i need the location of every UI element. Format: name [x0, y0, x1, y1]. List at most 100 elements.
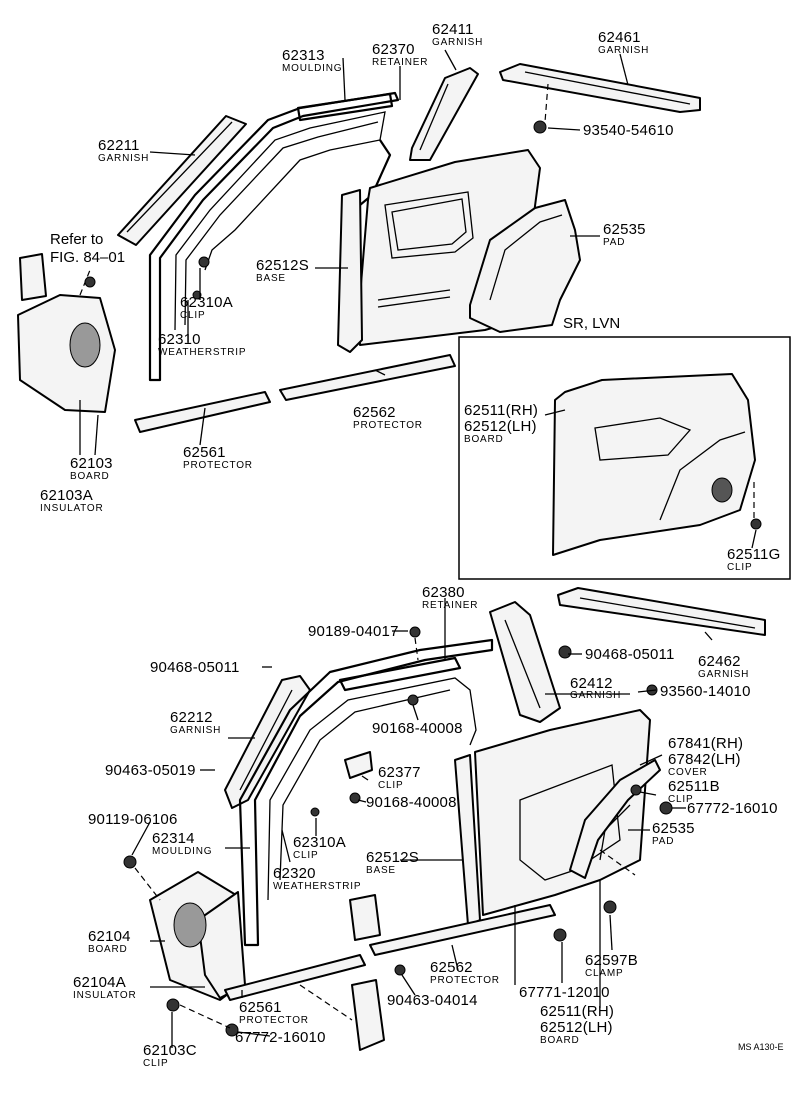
part-62211-number: 62211	[98, 137, 140, 154]
part-62535-desc: PAD	[603, 237, 626, 248]
part-62512-lower-desc: BOARD	[540, 1035, 580, 1046]
part-90119-06106-number: 90119-06106	[88, 811, 178, 828]
part-62562-number: 62562	[353, 404, 396, 421]
part-62535-lower-number: 62535	[652, 820, 695, 837]
part-62512s-number: 62512S	[256, 257, 309, 274]
part-62511b-desc: CLIP	[668, 794, 694, 805]
part-62562-lower-desc: PROTECTOR	[430, 975, 500, 986]
part-90168-40008-a-number: 90168-40008	[372, 720, 463, 737]
part-90468-05011-a-number: 90468-05011	[150, 659, 240, 676]
insulator-62103a-shape	[17, 294, 116, 413]
part-90468-05011-b-number: 90468-05011	[585, 646, 675, 663]
part-62103-number: 62103	[70, 455, 113, 472]
part-62412-number: 62412	[570, 675, 613, 692]
protector-62562-shape	[279, 354, 456, 401]
part-90168-40008-b-number: 90168-40008	[366, 794, 457, 811]
leader-lines	[79, 49, 757, 1048]
moulding-62313-shape	[148, 91, 400, 382]
garnish-62412-shape	[489, 601, 561, 723]
part-67772-16010-b-number: 67772-16010	[235, 1029, 326, 1046]
inset-part-62511g-number: 62511G	[727, 546, 781, 563]
part-62104-desc: BOARD	[88, 944, 128, 955]
part-62310a-lower-number: 62310A	[293, 834, 346, 851]
part-62561-lower-number: 62561	[239, 999, 282, 1016]
inset-part-62511-number: 62511(RH)	[464, 402, 539, 419]
part-90463-05019-number: 90463-05019	[105, 762, 196, 779]
garnish-62212-shape	[224, 675, 311, 809]
inset-title: SR, LVN	[563, 315, 621, 332]
part-62562-lower-number: 62562	[430, 959, 473, 976]
part-62511-lower-number: 62511(RH)	[540, 1003, 615, 1020]
garnish-62211-shape	[117, 115, 247, 246]
part-67772-16010-a-number: 67772-16010	[687, 800, 778, 817]
part-62313-number: 62313	[282, 47, 325, 64]
screw-93540-shape	[533, 120, 547, 134]
part-62512s-desc: BASE	[256, 273, 286, 284]
part-90463-04014-number: 90463-04014	[387, 992, 478, 1009]
part-90189-04017-number: 90189-04017	[308, 623, 399, 640]
part-62370-number: 62370	[372, 41, 415, 58]
garnish-62411-shape	[409, 67, 479, 161]
footer-code: MS A130-E	[738, 1042, 784, 1052]
part-62310-number: 62310	[158, 331, 201, 348]
inset-part-62511g-desc: CLIP	[727, 562, 753, 573]
clip-62310a-shape	[198, 256, 210, 268]
part-62561-desc: PROTECTOR	[183, 460, 253, 471]
part-62380-desc: RETAINER	[422, 600, 479, 611]
part-62314-desc: MOULDING	[152, 846, 213, 857]
part-67771-12010-number: 67771-12010	[519, 984, 610, 1001]
part-62310a-number: 62310A	[180, 294, 233, 311]
part-67842-number: 67842(LH)	[668, 751, 741, 768]
part-62313-desc: MOULDING	[282, 63, 343, 74]
part-62103c-number: 62103C	[143, 1042, 197, 1059]
part-67842-desc: COVER	[668, 767, 708, 778]
part-62310-desc: WEATHERSTRIP	[158, 347, 247, 358]
inset-part-62512-number: 62512(LH)	[464, 418, 537, 435]
part-62314-number: 62314	[152, 830, 195, 847]
part-62320-desc: WEATHERSTRIP	[273, 881, 362, 892]
part-62103c-desc: CLIP	[143, 1058, 169, 1069]
part-62411-desc: GARNISH	[432, 37, 484, 48]
part-62535-lower-desc: PAD	[652, 836, 675, 847]
part-62104a-desc: INSULATOR	[73, 990, 137, 1001]
panel-62511-shape	[474, 709, 651, 916]
part-62370-desc: RETAINER	[372, 57, 429, 68]
part-62103-desc: BOARD	[70, 471, 110, 482]
part-62562-desc: PROTECTOR	[353, 420, 423, 431]
part-62411-number: 62411	[432, 21, 474, 38]
part-62512-lower-number: 62512(LH)	[540, 1019, 613, 1036]
part-62310a-desc: CLIP	[180, 310, 206, 321]
part-62377-number: 62377	[378, 764, 421, 781]
part-62412-desc: GARNISH	[570, 690, 622, 701]
inset-frame	[458, 336, 791, 580]
part-62512s-lower-desc: BASE	[366, 865, 396, 876]
board-62103-shape	[19, 253, 47, 301]
moulding-62314-shape	[238, 638, 494, 947]
part-62103a-desc: INSULATOR	[40, 503, 104, 514]
protector-62562-lower-shape	[369, 904, 556, 956]
part-93560-14010-number: 93560-14010	[660, 683, 751, 700]
part-62535-number: 62535	[603, 221, 646, 238]
part-62310a-lower-desc: CLIP	[293, 850, 319, 861]
part-62211-desc: GARNISH	[98, 153, 150, 164]
protector-62561-shape	[134, 391, 271, 433]
part-93540-54610-number: 93540-54610	[583, 122, 674, 139]
part-62512s-lower-number: 62512S	[366, 849, 419, 866]
part-62597b-number: 62597B	[585, 952, 638, 969]
part-62320-number: 62320	[273, 865, 316, 882]
part-62380-number: 62380	[422, 584, 465, 601]
part-62462-desc: GARNISH	[698, 669, 750, 680]
part-62561-lower-desc: PROTECTOR	[239, 1015, 309, 1026]
part-62104a-number: 62104A	[73, 974, 126, 991]
inset-clip-shape	[750, 518, 762, 530]
part-62461-desc: GARNISH	[598, 45, 650, 56]
part-62212-number: 62212	[170, 709, 213, 726]
part-67841-number: 67841(RH)	[668, 735, 744, 752]
pad-62535-shape	[469, 199, 581, 333]
part-62511b-number: 62511B	[668, 778, 720, 795]
protector-62561-lower-shape	[224, 954, 366, 1001]
part-62212-desc: GARNISH	[170, 725, 222, 736]
refer-note-line1: Refer to	[50, 231, 104, 248]
